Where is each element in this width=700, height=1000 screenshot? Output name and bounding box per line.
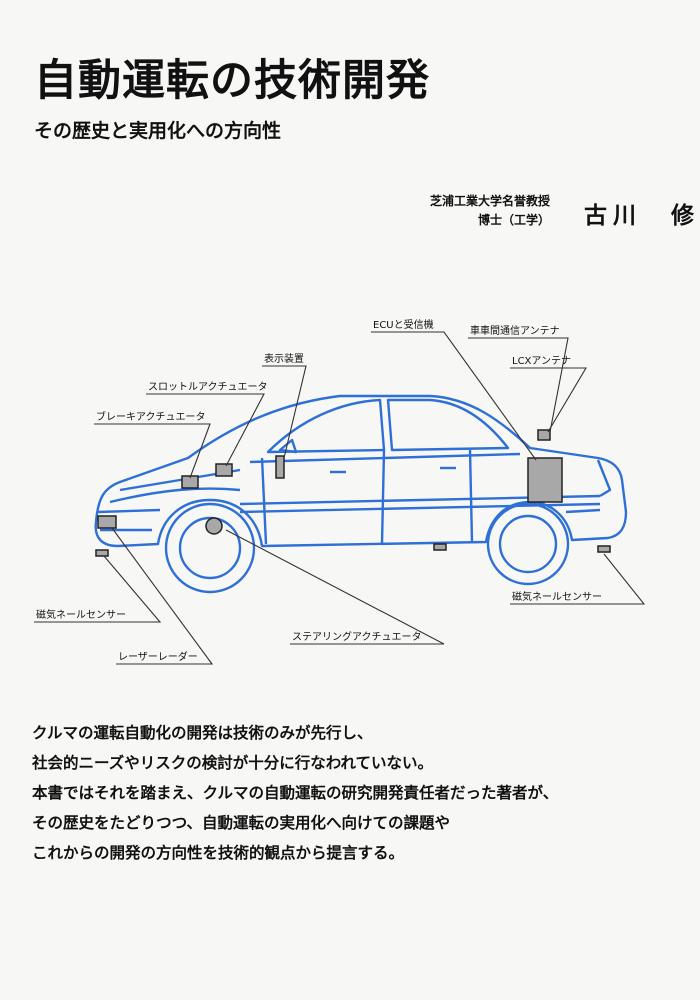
label-steering: ステアリングアクチュエータ bbox=[292, 630, 422, 643]
label-throttle: スロットルアクチュエータ bbox=[148, 381, 268, 393]
label-laser-radar: レーザーレーダー bbox=[118, 650, 198, 663]
degree-line: 博士（工学） bbox=[477, 213, 550, 227]
magnetic-sensor-front bbox=[95, 549, 109, 557]
description-line: これからの開発の方向性を技術的観点から提言する。 bbox=[32, 844, 405, 862]
label-magnetic-sensor-front: 磁気ネールセンサー bbox=[36, 608, 126, 621]
description-line: クルマの運転自動化の開発は技術のみが先行し、 bbox=[32, 724, 373, 742]
rear-window bbox=[386, 398, 510, 452]
ecu-box bbox=[527, 457, 563, 503]
label-brake: ブレーキアクチュエータ bbox=[96, 410, 206, 423]
description-line: 社会的ニーズやリスクの検討が十分に行なわれていない。 bbox=[32, 754, 433, 772]
car-diagram: ECUと受信機 車車間通信アンテナ 表示装置 LCXアンテナ スロットルアクチュ… bbox=[34, 318, 646, 665]
label-magnetic-sensor-rear: 磁気ネールセンサー bbox=[512, 590, 602, 603]
book-subtitle: その歴史と実用化への方向性 bbox=[34, 120, 282, 142]
author-name: 古川 修 bbox=[584, 203, 700, 229]
label-v2v-antenna: 車車間通信アンテナ bbox=[470, 324, 560, 337]
lcx-antenna bbox=[537, 429, 551, 441]
book-title: 自動運転の技術開発 bbox=[34, 56, 430, 106]
front-wheel bbox=[164, 502, 256, 594]
front-window bbox=[266, 398, 386, 454]
label-display: 表示装置 bbox=[264, 352, 304, 365]
label-ecu: ECUと受信機 bbox=[373, 318, 434, 331]
laser-radar bbox=[97, 515, 117, 529]
description-line: 本書ではそれを踏まえ、クルマの自動運転の研究開発責任者だった著者が、 bbox=[32, 784, 559, 802]
rear-wheel bbox=[486, 502, 570, 586]
description-line: その歴史をたどりつつ、自動運転の実用化へ向けての課題や bbox=[32, 814, 451, 832]
magnetic-sensor-rear bbox=[597, 545, 611, 553]
throttle-actuator bbox=[215, 463, 233, 477]
car-body-outline bbox=[94, 394, 628, 548]
description-text: クルマの運転自動化の開発は技術のみが先行し、 社会的ニーズやリスクの検討が十分に… bbox=[32, 718, 672, 868]
steering-actuator bbox=[205, 517, 223, 535]
brake-actuator bbox=[181, 475, 199, 489]
affiliation-line: 芝浦工業大学名誉教授 bbox=[429, 194, 550, 208]
display-device bbox=[275, 455, 285, 479]
label-lcx-antenna: LCXアンテナ bbox=[512, 355, 571, 367]
author-affiliation: 芝浦工業大学名誉教授 博士（工学） bbox=[430, 192, 550, 230]
